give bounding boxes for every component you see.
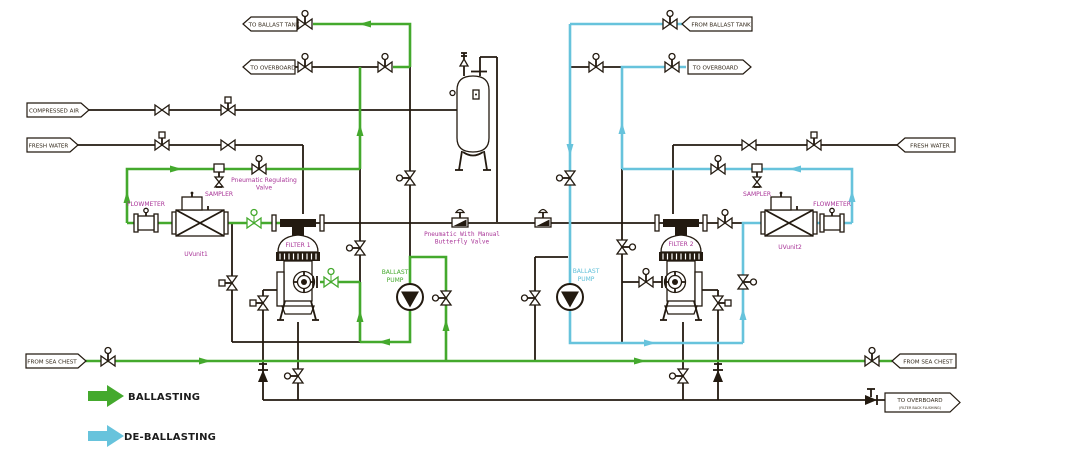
valve-icon <box>154 104 170 116</box>
equipment <box>133 52 845 321</box>
flag-to-overboard-left: TO OVERBOARD <box>242 59 296 75</box>
valve-icon <box>738 275 757 289</box>
flag-from-sea-chest-left: FROM SEA CHEST <box>25 353 87 369</box>
ballast-pump-1-label-2: PUMP <box>387 277 404 284</box>
legend-ballasting-label: BALLASTING <box>128 392 200 403</box>
legend-deballasting-label: DE-BALLASTING <box>124 432 216 443</box>
flag-label: FROM SEA CHEST <box>903 359 953 365</box>
valve-icon <box>246 208 262 230</box>
flowmeter-right-label: FLOWMETER <box>813 201 851 208</box>
valve-icon <box>617 240 636 254</box>
sampler-right-label: SAMPLER <box>743 191 771 198</box>
sampler-right-icon <box>751 163 763 188</box>
regulating-valve-label-2: Valve <box>256 185 273 192</box>
uv-unit-2-icon <box>760 190 818 237</box>
valve-icon <box>298 54 312 73</box>
valve-icon <box>397 171 416 185</box>
flag-label: FRESH WATER <box>29 143 69 149</box>
sampler-left-label: SAMPLER <box>205 191 233 198</box>
valve-icon <box>220 139 236 151</box>
valve-icon <box>665 54 679 73</box>
flowmeter-left-label: FLOWMETER <box>127 201 165 208</box>
valve-icon <box>347 241 366 255</box>
filter-1-vessel <box>271 214 325 321</box>
equipment-labels: FLOWMETER FLOWMETER SAMPLER SAMPLER UVun… <box>127 177 851 284</box>
pressure-tank <box>449 52 491 171</box>
valve-icon <box>285 369 304 383</box>
ballast-pump-2-label-2: PUMP <box>578 276 595 283</box>
uv-unit-1-label: UVunit1 <box>184 251 208 258</box>
flag-to-overboard-bottom: TO OVERBOARD (FILTER BACK FLUSHING) <box>884 392 961 413</box>
flag-fresh-water-left: FRESH WATER <box>26 137 79 153</box>
valve-icon <box>713 296 731 310</box>
valve-icon <box>718 210 732 229</box>
deballasting-arrow-icon <box>88 425 124 447</box>
pneumatic-regulating-valve-icon <box>252 156 266 175</box>
pneumatic-butterfly-valve-icon <box>451 208 469 228</box>
check-valve-icon <box>864 388 878 406</box>
valve-icon <box>219 276 237 290</box>
valve-icon <box>298 11 312 30</box>
flag-fresh-water-right: FRESH WATER <box>896 137 956 153</box>
valve-icon <box>589 54 603 73</box>
flag-to-ballast-tank: TO BALLAST TANK <box>242 16 300 32</box>
valve-icon <box>639 269 653 288</box>
check-valve-icon <box>712 363 724 383</box>
flag-label: COMPRESSED AIR <box>29 108 79 114</box>
uv-unit-1-icon <box>171 190 229 237</box>
ballast-pump-1-label-1: BALLAST <box>382 269 409 276</box>
pneumatic-butterfly-valve-icon <box>534 208 552 228</box>
butterfly-valve-label-1: Pneumatic With Manual <box>424 231 500 238</box>
valve-icon <box>378 54 392 73</box>
valve-icon <box>221 97 235 115</box>
legend: BALLASTING DE-BALLASTING <box>88 385 216 447</box>
flag-from-sea-chest-right: FROM SEA CHEST <box>891 353 957 369</box>
valve-icon <box>522 291 541 305</box>
uv-unit-2-label: UVunit2 <box>778 244 802 251</box>
flag-label: TO OVERBOARD <box>896 398 942 404</box>
valves <box>101 11 879 406</box>
valve-icon <box>323 267 339 289</box>
ballasting-arrow-icon <box>88 385 124 407</box>
flow-direction-arrows <box>123 20 856 365</box>
valve-icon <box>807 132 821 150</box>
ballast-pump-2-icon <box>556 283 584 311</box>
sampler-left-icon <box>213 163 225 188</box>
valve-icon <box>557 171 576 185</box>
flowmeter-right-icon <box>819 207 845 233</box>
flag-from-ballast-tank: FROM BALLAST TANK <box>681 16 753 32</box>
flag-sublabel: (FILTER BACK FLUSHING) <box>899 406 942 410</box>
filter-2-label: FILTER 2 <box>668 241 693 248</box>
regulating-valve-label-1: Pneumatic Regulating <box>231 177 297 184</box>
valve-icon <box>433 291 452 305</box>
ballast-pump-2-label-1: BALLAST <box>573 268 600 275</box>
flag-to-overboard-right: TO OVERBOARD <box>687 59 752 75</box>
ballast-pump-1-icon <box>396 283 424 311</box>
filter-1-label: FILTER 1 <box>285 242 310 249</box>
flag-label: TO OVERBOARD <box>692 65 738 71</box>
relief-valve-icon <box>458 52 470 76</box>
pneumatic-regulating-valve-icon <box>711 156 725 175</box>
filter-2-vessel <box>654 214 708 321</box>
flag-label: FROM SEA CHEST <box>27 359 77 365</box>
butterfly-valve-label-2: Butterfly Valve <box>435 239 490 246</box>
valve-icon <box>865 348 879 367</box>
flag-label: FRESH WATER <box>910 143 950 149</box>
valve-icon <box>101 348 115 367</box>
flag-compressed-air: COMPRESSED AIR <box>26 102 90 118</box>
line-flags: TO BALLAST TANK TO OVERBOARD COMPRESSED … <box>25 16 961 413</box>
valve-icon <box>741 139 757 151</box>
flowmeter-left-icon <box>133 207 159 233</box>
valve-icon <box>670 369 689 383</box>
check-valve-icon <box>257 363 269 383</box>
flag-label: FROM BALLAST TANK <box>691 22 751 28</box>
flag-label: TO BALLAST TANK <box>248 22 300 28</box>
valve-icon <box>663 11 677 30</box>
flag-label: TO OVERBOARD <box>249 65 295 71</box>
valve-icon <box>155 132 169 150</box>
valve-icon <box>250 296 268 310</box>
